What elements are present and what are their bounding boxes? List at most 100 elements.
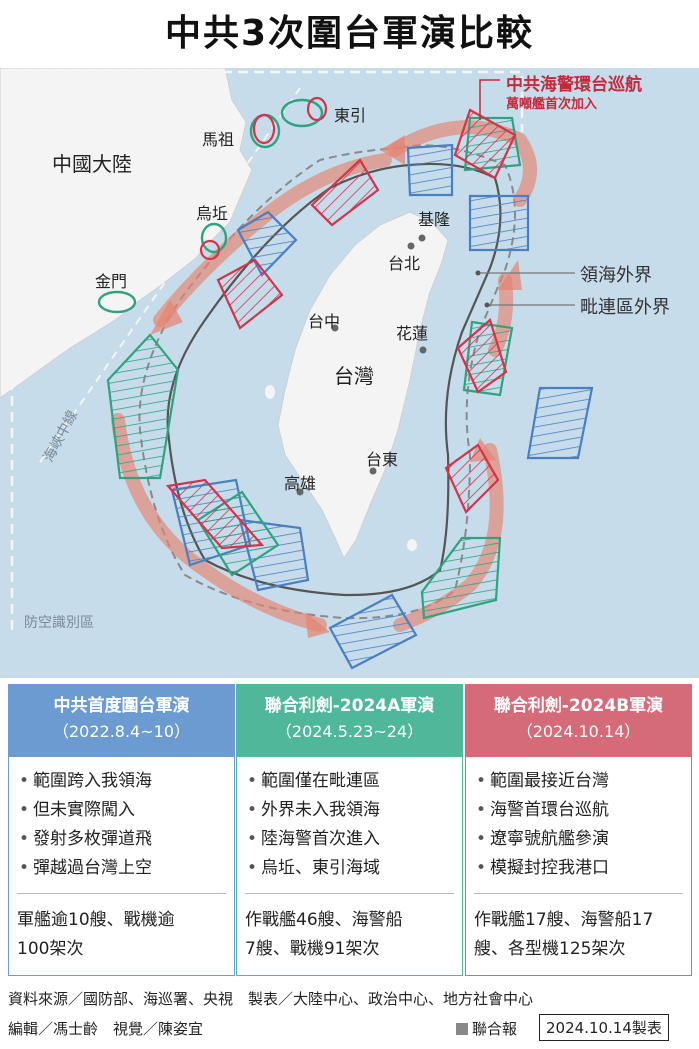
taiwan-island bbox=[277, 211, 449, 560]
arrowhead-northwest bbox=[150, 300, 183, 335]
mainland-landmass bbox=[0, 68, 253, 399]
zone-2024a-wuqiu bbox=[200, 222, 228, 254]
column-2022: 中共首度圍台軍演 （2022.8.4~10） 範圍跨入我領海 但未實際闖入 發射… bbox=[8, 684, 235, 976]
column-2024b: 聯合利劍-2024B軍演 （2024.10.14） 範圍最接近台灣 海警首環台巡… bbox=[465, 684, 692, 976]
label-keelung: 基隆 bbox=[418, 210, 451, 229]
column-2024b-bullet: 海警首環台巡航 bbox=[476, 796, 683, 825]
zone-2024a-dongyin bbox=[280, 98, 324, 128]
column-2024a-bullet: 陸海警首次進入 bbox=[247, 825, 454, 854]
callout-contiguous-zone: 毗連區外界 bbox=[580, 297, 670, 318]
column-2024b-bullet: 範圍最接近台灣 bbox=[476, 767, 683, 796]
column-2024a-bullets: 範圍僅在毗連區 外界未入我領海 陸海警首次進入 烏坵、東引海域 bbox=[237, 757, 462, 893]
column-2022-stats-line: 100架次 bbox=[17, 939, 84, 959]
zone-2024a-kinmen bbox=[97, 290, 137, 314]
column-2024b-date: （2024.10.14） bbox=[516, 722, 641, 741]
penghu-islands bbox=[265, 385, 275, 399]
map-panel: 中國大陸 馬祖 東引 烏坵 金門 基隆 台北 台中 花蓮 台灣 台東 高雄 海峽… bbox=[0, 68, 699, 678]
zone-2024b-wuqiu bbox=[199, 239, 221, 261]
kaohsiung-marker bbox=[296, 488, 304, 496]
label-dongyin: 東引 bbox=[334, 106, 367, 125]
zone-2024b-west bbox=[216, 258, 284, 330]
arrowhead-west bbox=[305, 612, 330, 638]
lanyu-island bbox=[407, 539, 417, 551]
column-2024a-stats: 作戰艦46艘、海警船 7艘、戰機91架次 bbox=[245, 893, 454, 964]
column-2022-header: 中共首度圍台軍演 （2022.8.4~10） bbox=[9, 685, 234, 757]
label-kinmen: 金門 bbox=[95, 272, 128, 291]
zone-2022-north bbox=[406, 143, 454, 197]
territorial-leader-dot bbox=[475, 270, 481, 276]
column-2024b-stats-line: 作戰艦17艘、海警船17 bbox=[474, 910, 654, 930]
column-2022-bullet: 範圍跨入我領海 bbox=[19, 767, 226, 796]
column-2024b-header: 聯合利劍-2024B軍演 （2024.10.14） bbox=[466, 685, 691, 757]
footer-credits: 編輯／馮士齡 視覺／陳姿宜 bbox=[8, 1020, 204, 1038]
page-title: 中共3次圍台軍演比較 bbox=[0, 0, 699, 68]
zone-2024b-southeast bbox=[444, 443, 500, 514]
taichung-marker bbox=[331, 324, 339, 332]
taitung-marker bbox=[369, 467, 377, 475]
zone-2024b-east bbox=[456, 318, 508, 394]
publisher-brand: 聯合報 bbox=[456, 1018, 517, 1039]
zone-2024b-southwest bbox=[165, 478, 265, 550]
column-2024a-title: 聯合利劍-2024A軍演 bbox=[264, 696, 435, 716]
taipei-marker bbox=[407, 242, 415, 250]
column-2024b-title: 聯合利劍-2024B軍演 bbox=[493, 696, 664, 716]
label-mazu: 馬祖 bbox=[202, 130, 235, 149]
publisher-square-icon bbox=[456, 1023, 468, 1035]
adiz-boundary bbox=[10, 70, 524, 630]
contiguous-leader-dot bbox=[484, 302, 490, 308]
column-2022-bullet: 發射多枚彈道飛 bbox=[19, 825, 226, 854]
median-line bbox=[39, 87, 301, 463]
column-2024a-stats-line: 7艘、戰機91架次 bbox=[245, 939, 380, 959]
label-mainland: 中國大陸 bbox=[52, 152, 132, 176]
column-2022-stats: 軍艦逾10艘、戰機逾 100架次 bbox=[17, 893, 226, 964]
column-2024a-header: 聯合利劍-2024A軍演 （2024.5.23~24） bbox=[237, 685, 462, 757]
column-2022-bullets: 範圍跨入我領海 但未實際闖入 發射多枚彈道飛 彈越過台灣上空 bbox=[9, 757, 234, 893]
zone-2022-northeast bbox=[468, 194, 530, 252]
publisher-name: 聯合報 bbox=[472, 1020, 518, 1038]
zone-2024b-mazu bbox=[252, 113, 276, 145]
callout-coast-guard: 中共海警環台巡航 bbox=[506, 75, 642, 95]
label-hualien: 花蓮 bbox=[396, 324, 429, 343]
label-taipei: 台北 bbox=[388, 254, 421, 273]
callout-coast-guard-sub: 萬噸艦首次加入 bbox=[506, 97, 598, 112]
label-taichung: 台中 bbox=[308, 312, 341, 331]
arrowhead-east bbox=[498, 260, 522, 290]
comparison-columns: 中共首度圍台軍演 （2022.8.4~10） 範圍跨入我領海 但未實際闖入 發射… bbox=[0, 684, 699, 976]
column-2024a: 聯合利劍-2024A軍演 （2024.5.23~24） 範圍僅在毗連區 外界未入… bbox=[236, 684, 463, 976]
column-2024a-date: （2024.5.23~24） bbox=[275, 722, 424, 741]
column-2022-bullet: 彈越過台灣上空 bbox=[19, 854, 226, 883]
label-taitung: 台東 bbox=[366, 450, 399, 469]
zone-2022-east bbox=[526, 386, 594, 460]
date-stamp: 2024.10.14製表 bbox=[539, 1014, 669, 1041]
label-wuqiu: 烏坵 bbox=[196, 204, 229, 223]
column-2024a-bullet: 外界未入我領海 bbox=[247, 796, 454, 825]
column-2024b-bullets: 範圍最接近台灣 海警首環台巡航 遼寧號航艦參演 模擬封控我港口 bbox=[466, 757, 691, 893]
zone-2024b-dongyin bbox=[306, 96, 328, 122]
column-2024a-stats-line: 作戰艦46艘、海警船 bbox=[245, 910, 403, 930]
label-adiz: 防空識別區 bbox=[24, 615, 94, 631]
column-2024b-bullet: 模擬封控我港口 bbox=[476, 854, 683, 883]
column-2024b-stats: 作戰艦17艘、海警船17 艘、各型機125架次 bbox=[474, 893, 683, 964]
column-2022-date: （2022.8.4~10） bbox=[52, 722, 191, 741]
column-2024b-bullet: 遼寧號航艦參演 bbox=[476, 825, 683, 854]
city-markers bbox=[296, 234, 427, 496]
label-taiwan: 台灣 bbox=[334, 364, 374, 388]
label-kaohsiung: 高雄 bbox=[284, 474, 317, 493]
column-2022-bullet: 但未實際闖入 bbox=[19, 796, 226, 825]
arrowhead-north bbox=[380, 135, 405, 165]
footer-sources: 資料來源／國防部、海巡署、央視 製表／大陸中心、政治中心、地方社會中心 bbox=[8, 990, 534, 1008]
zone-2024b-northwest bbox=[310, 158, 380, 227]
column-2024a-bullet: 範圍僅在毗連區 bbox=[247, 767, 454, 796]
zone-2022-south bbox=[328, 593, 418, 670]
column-2022-stats-line: 軍艦逾10艘、戰機逾 bbox=[17, 910, 175, 930]
column-2024b-stats-line: 艘、各型機125架次 bbox=[474, 939, 626, 959]
keelung-marker bbox=[418, 234, 426, 242]
column-2022-title: 中共首度圍台軍演 bbox=[53, 696, 190, 716]
zone-2024a-southeast bbox=[420, 536, 502, 620]
coast-guard-leader bbox=[479, 79, 500, 120]
zone-2024b-north bbox=[453, 108, 517, 180]
callout-territorial-sea: 領海外界 bbox=[580, 265, 652, 286]
zones-2024b bbox=[165, 96, 517, 550]
zone-2024a-west bbox=[106, 333, 180, 480]
column-2024a-bullet: 烏坵、東引海域 bbox=[247, 854, 454, 883]
